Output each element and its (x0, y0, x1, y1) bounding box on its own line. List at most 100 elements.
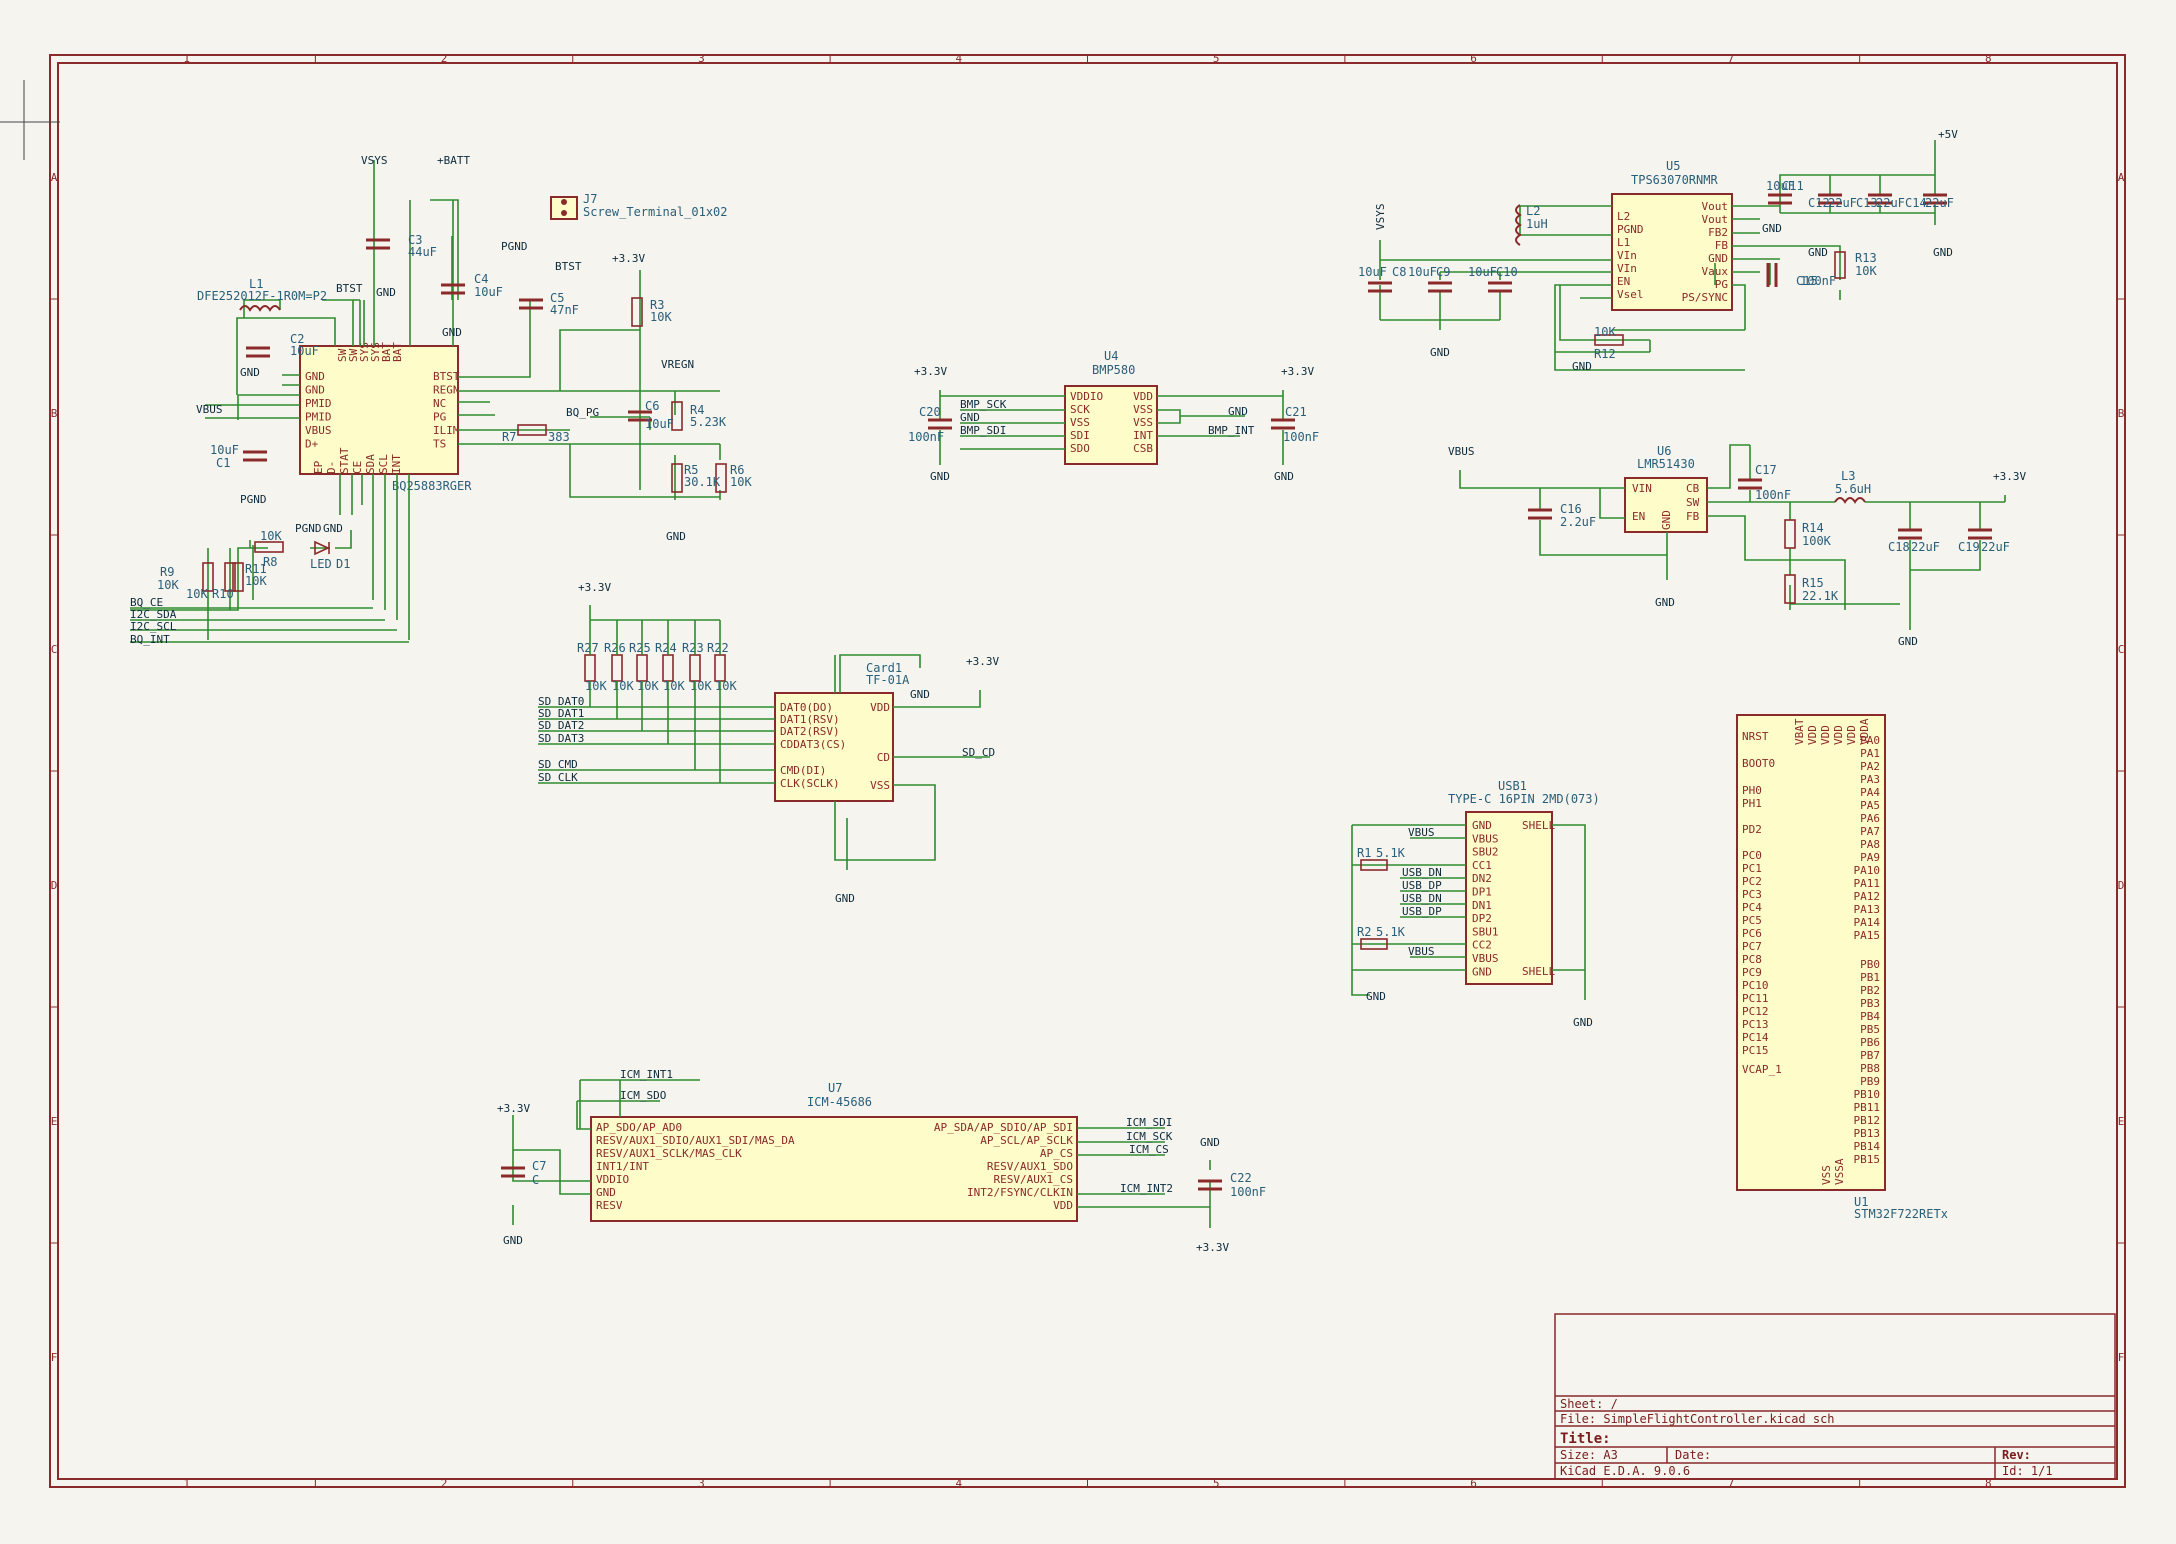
u6-pin-vin: VIN (1632, 482, 1652, 495)
bmp-pin-left: VDDIO (1070, 390, 1103, 403)
border-row-right: B (2118, 407, 2125, 420)
border-col-bottom: 4 (956, 1477, 963, 1490)
border-col-top: 6 (1470, 52, 1477, 65)
r8-ref: R8 (263, 555, 277, 569)
r15-ref: R15 (1802, 576, 1824, 590)
sd-pullup-value: 10K (690, 679, 712, 693)
bq-pin-left: PMID (305, 397, 332, 410)
boost-cap-value: 10uF (1408, 265, 1437, 279)
boost-cap-value: 10uF (1358, 265, 1387, 279)
tps63070-body[interactable] (1611, 193, 1733, 311)
r14-value: 100K (1802, 534, 1832, 548)
boost-cap-ref: C11 (1782, 179, 1804, 193)
sd-card-body[interactable] (774, 692, 894, 802)
sd-ref: Card1 (866, 661, 902, 675)
bq25883-body[interactable] (299, 345, 459, 475)
sd-pin-right: CD (877, 751, 890, 764)
net-bmp-int: BMP_INT (1208, 424, 1255, 437)
sd-net: SD_DAT3 (538, 732, 584, 745)
usb-pin: SBU2 (1472, 846, 1499, 859)
net-bmp-sdi: BMP_SDI (960, 424, 1006, 437)
icm45686-body[interactable] (590, 1116, 1078, 1222)
mcu-pin-left: NRST (1742, 730, 1769, 743)
mcu-pin-right: PB3 (1860, 997, 1880, 1010)
sd-section: Card1 TF-01A DAT0(DO)SD_DAT0DAT1(RSV)SD_… (538, 581, 999, 905)
mcu-pin-left: PD2 (1742, 823, 1762, 836)
boost-cap-ref: C13 (1856, 196, 1878, 210)
usb-pin: CC2 (1472, 939, 1492, 952)
net-gnd-c20: GND (930, 470, 950, 483)
sd-pullup-ref: R25 (629, 641, 651, 655)
border-row-left: F (51, 1351, 58, 1364)
r2-value: 5.1K (1376, 925, 1406, 939)
net-3v3-buck: +3.3V (1993, 470, 2026, 483)
boost-cap-value: 100nF (1800, 274, 1836, 288)
mcu-pin-right: PA11 (1854, 877, 1881, 890)
imu-pin-right: AP_SCL/AP_SCLK (980, 1134, 1073, 1147)
border-col-bottom: 3 (698, 1477, 705, 1490)
net-icm-sdi: ICM_SDI (1126, 1116, 1172, 1129)
tps63070-ref: U5 (1666, 159, 1680, 173)
stm32-body[interactable] (1736, 714, 1886, 1191)
r4-ref: R4 (690, 403, 704, 417)
border-col-top: 8 (1985, 52, 1992, 65)
bmp-pin-right: VDD (1133, 390, 1153, 403)
usbc-body[interactable] (1465, 811, 1553, 985)
net-icm-int2: ICM_INT2 (1120, 1182, 1173, 1195)
imu-pin-left: GND (596, 1186, 616, 1199)
boost-cap-value: 10uF (1766, 179, 1795, 193)
r13-ref: R13 (1855, 251, 1877, 265)
mcu-pin-left: PC8 (1742, 953, 1762, 966)
bq-pin-left: GND (305, 370, 325, 383)
boost-cap-value: 22uF (1876, 196, 1905, 210)
bmp-pin-left: SDI (1070, 429, 1090, 442)
mcu-pin-left: PC15 (1742, 1044, 1769, 1057)
border-col-bottom: 7 (1728, 1477, 1735, 1490)
lmr51430-body[interactable] (1624, 477, 1708, 533)
sd-pullup-value: 10K (612, 679, 634, 693)
lmr51430-value: LMR51430 (1637, 457, 1695, 471)
net-bmp-gnd-right: GND (1228, 405, 1248, 418)
sd-net: SD_CLK (538, 771, 578, 784)
mcu-pin-right: PA2 (1860, 760, 1880, 773)
c18-ref: C18 (1888, 540, 1910, 554)
border-col-top: 1 (183, 52, 190, 65)
r13-value: 10K (1855, 264, 1877, 278)
sd-pin: CLK(SCLK) (780, 777, 840, 790)
c18-value: 22uF (1911, 540, 1940, 554)
net-gnd-buck-out: GND (1898, 635, 1918, 648)
tps-pin-right: PG (1715, 278, 1728, 291)
sd-pullup (636, 654, 648, 682)
bq-pin-top: SYS (369, 342, 382, 362)
mcu-pin-left: PC3 (1742, 888, 1762, 901)
sd-pullup (584, 654, 596, 682)
net-3v3-sd-vdd: +3.3V (966, 655, 999, 668)
c6-value: 10uF (645, 417, 674, 431)
boost-cap-ref: C12 (1808, 196, 1830, 210)
tps-pin-left: Vsel (1617, 288, 1644, 301)
bq-pin-bottom: SDA (364, 454, 377, 474)
c1-value: 10uF (210, 443, 239, 457)
net-gnd-sd-top: GND (910, 688, 930, 701)
border-row-right: F (2118, 1351, 2125, 1364)
r5-ref: R5 (684, 463, 698, 477)
bmp580-body[interactable] (1064, 385, 1158, 465)
net-gnd-c4: GND (442, 326, 462, 339)
r3-value: 10K (650, 310, 672, 324)
sd-pin-right: VDD (870, 701, 890, 714)
bmp580-ref: U4 (1104, 349, 1118, 363)
icm-value: ICM-45686 (807, 1095, 872, 1109)
bq-pin-right: TS (433, 438, 446, 451)
mcu-pin-left: PC10 (1742, 979, 1769, 992)
mcu-pin-top: VDD (1832, 725, 1845, 745)
r10-ref: R10 (212, 587, 234, 601)
border-row-left: A (51, 171, 58, 184)
net-bq-pg: BQ_PG (566, 406, 599, 419)
mcu-pin-right: PA4 (1860, 786, 1880, 799)
c19-value: 22uF (1981, 540, 2010, 554)
sd-pullup-ref: R26 (604, 641, 626, 655)
bq-pin-right: ILIM (433, 424, 460, 437)
mcu-pin-right: PB5 (1860, 1023, 1880, 1036)
bq-pin-right: BTST (433, 370, 460, 383)
